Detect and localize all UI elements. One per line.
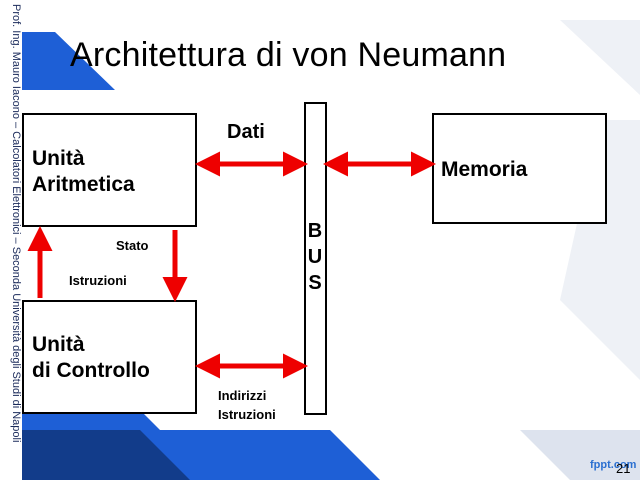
control-label: Unità di Controllo bbox=[32, 332, 150, 384]
bus-letter-u: U bbox=[307, 246, 323, 268]
istruzioni-label: Istruzioni bbox=[69, 273, 127, 288]
bus-letter-s: S bbox=[308, 272, 322, 294]
memory-box bbox=[432, 113, 607, 224]
istruzioni-bottom-label: Istruzioni bbox=[218, 407, 276, 422]
alu-label-line2: Aritmetica bbox=[32, 173, 135, 196]
stato-label: Stato bbox=[116, 238, 149, 253]
alu-label-line1: Unità bbox=[32, 147, 85, 170]
top-right-band bbox=[400, 20, 640, 95]
page-number: 21 bbox=[616, 461, 631, 476]
bus-box bbox=[304, 102, 327, 415]
bus-label: B U S bbox=[305, 218, 325, 296]
slide-title: Architettura di von Neumann bbox=[70, 36, 507, 74]
bottom-band-light bbox=[140, 430, 380, 480]
control-label-line1: Unità bbox=[32, 333, 85, 356]
alu-label: Unità Aritmetica bbox=[32, 146, 135, 198]
alu-box bbox=[22, 113, 197, 227]
bus-letter-b: B bbox=[307, 220, 323, 242]
brand-logo: fppt.com bbox=[590, 459, 637, 471]
memory-label: Memoria bbox=[441, 158, 528, 181]
bottom-right-band bbox=[520, 430, 640, 480]
control-label-line2: di Controllo bbox=[32, 359, 150, 382]
top-left-accent bbox=[22, 32, 115, 90]
dati-label: Dati bbox=[227, 121, 265, 143]
indirizzi-label: Indirizzi bbox=[218, 388, 267, 403]
right-band bbox=[560, 120, 640, 380]
